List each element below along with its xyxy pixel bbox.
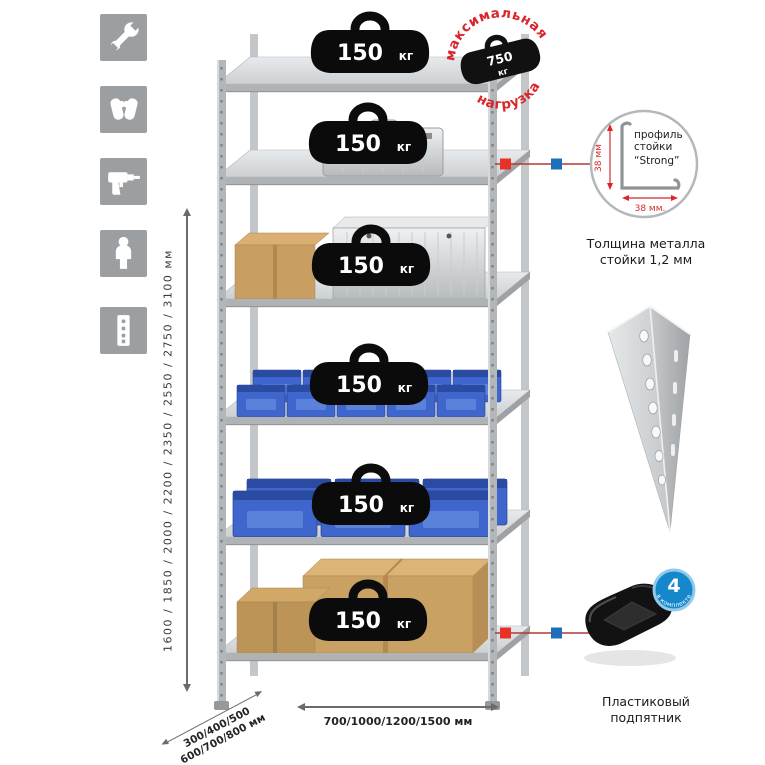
width-dimension: 700/1000/1200/1500 мм bbox=[297, 703, 499, 728]
arrow-down-icon bbox=[182, 684, 191, 692]
cardboard-box-small bbox=[236, 587, 331, 654]
blue-marker bbox=[551, 158, 562, 170]
stamp-weight-unit: кг bbox=[497, 67, 510, 79]
load-badge-6: 150 кг bbox=[309, 584, 427, 641]
dim-arrow-icon bbox=[607, 183, 613, 190]
max-load-stamp: максимальная нагрузка 750 кг bbox=[432, 0, 552, 120]
load-badge-4: 150 кг bbox=[310, 348, 428, 405]
load-badge-3: 150 кг bbox=[312, 229, 430, 286]
perforation-holes bbox=[639, 329, 678, 486]
angle-profile-drawing bbox=[620, 121, 681, 190]
load-badge-5: 150 кг bbox=[312, 468, 430, 525]
arrow-right-icon bbox=[491, 703, 499, 711]
foot-caption: Пластиковый подпятник bbox=[584, 694, 708, 727]
blue-marker bbox=[551, 627, 562, 639]
stamp-weight-value: 750 bbox=[485, 48, 514, 69]
foot-caption-line1: Пластиковый bbox=[602, 694, 690, 709]
rear-left-post bbox=[250, 34, 258, 676]
load-unit: кг bbox=[397, 140, 411, 154]
foot-callout-connector bbox=[495, 627, 590, 639]
profile-dim-side: 38 мм bbox=[594, 144, 604, 172]
drill-icon bbox=[100, 158, 147, 205]
dim-arrow-icon bbox=[607, 124, 613, 131]
profile-callout-connector bbox=[495, 158, 590, 170]
stamp-weight-icon: 750 кг bbox=[460, 34, 541, 85]
upright-post-image bbox=[607, 304, 691, 533]
profile-callout: 38 мм 38 мм. профиль стойки “Strong” bbox=[589, 109, 699, 219]
badge-number: 4 bbox=[667, 575, 680, 597]
profile-dim-bottom: 38 мм. bbox=[635, 204, 666, 214]
load-unit: кг bbox=[400, 262, 414, 276]
included-count-badge: 4 в комплекте bbox=[652, 568, 696, 612]
profile-caption: Толщина металла стойки 1,2 мм bbox=[582, 236, 710, 269]
load-value: 150 bbox=[338, 254, 384, 279]
load-value: 150 bbox=[338, 493, 384, 518]
perforated-upright-icon bbox=[100, 307, 147, 354]
foot-caption-line2: подпятник bbox=[610, 710, 682, 726]
load-value: 150 bbox=[335, 609, 381, 634]
person-icon bbox=[100, 230, 147, 277]
dim-arrow-icon bbox=[671, 195, 678, 201]
height-dimension-line bbox=[186, 216, 188, 684]
load-value: 150 bbox=[335, 132, 381, 157]
height-dimension-label: 1600 / 1850 / 2000 / 2200 / 2350 / 2550 … bbox=[161, 249, 175, 653]
profile-caption-line1: Толщина металла bbox=[586, 236, 706, 251]
front-left-post bbox=[214, 60, 229, 710]
load-value: 150 bbox=[337, 41, 383, 66]
load-badge-1: 150 кг bbox=[311, 16, 429, 73]
red-marker bbox=[500, 627, 511, 639]
red-marker bbox=[500, 158, 511, 170]
profile-label-1: профиль bbox=[634, 129, 683, 141]
arrow-up-icon bbox=[182, 208, 191, 216]
rear-right-post bbox=[521, 34, 529, 676]
load-unit: кг bbox=[398, 381, 412, 395]
load-badge-2: 150 кг bbox=[309, 107, 427, 164]
profile-label-3: “Strong” bbox=[634, 155, 680, 167]
width-dimension-line bbox=[305, 706, 491, 708]
rack-illustration: 150 кг 150 кг 150 кг 150 кг 150 кг 150 к… bbox=[214, 12, 590, 710]
load-value: 150 bbox=[336, 373, 382, 398]
profile-caption-line2: стойки 1,2 мм bbox=[599, 252, 693, 268]
load-unit: кг bbox=[399, 49, 413, 63]
dim-arrow-icon bbox=[622, 195, 629, 201]
gloves-icon bbox=[100, 86, 147, 133]
plastic-foot-image: 4 в комплекте bbox=[584, 568, 696, 666]
wrench-icon bbox=[100, 14, 147, 61]
profile-label-2: стойки bbox=[634, 141, 672, 153]
load-unit: кг bbox=[400, 501, 414, 515]
width-dimension-label: 700/1000/1200/1500 мм bbox=[323, 715, 473, 728]
cardboard-box bbox=[234, 232, 330, 300]
arrow-left-icon bbox=[297, 703, 305, 711]
load-unit: кг bbox=[397, 617, 411, 631]
